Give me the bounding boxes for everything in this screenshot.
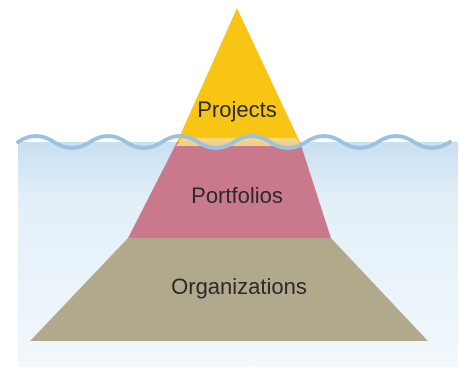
tier-label-organizations: Organizations (171, 274, 307, 299)
tier-projects-shape (177, 8, 300, 142)
tier-label-projects: Projects (197, 97, 276, 122)
tier-organizations-shape (30, 238, 428, 341)
tier-portfolios-shape (128, 142, 331, 238)
water-surface-wave (16, 134, 452, 150)
tier-label-portfolios: Portfolios (191, 183, 283, 208)
